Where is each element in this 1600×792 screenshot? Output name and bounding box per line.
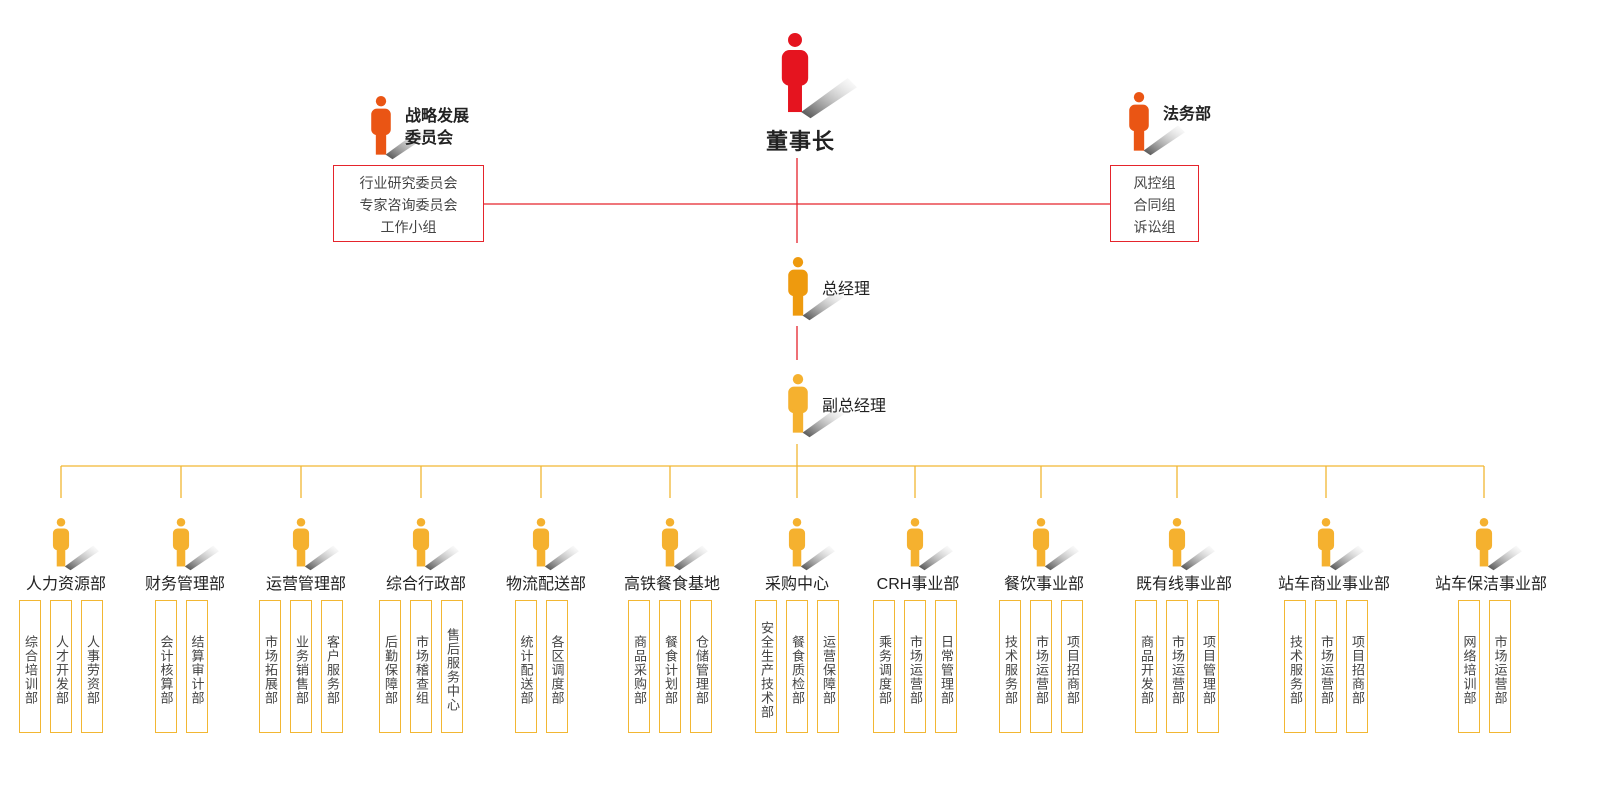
sub-department-box: 运营保障部 bbox=[817, 600, 839, 733]
department-person-icon bbox=[1168, 518, 1215, 571]
department-person-icon bbox=[1475, 518, 1522, 571]
department-name: 站车商业事业部 bbox=[1277, 576, 1390, 593]
sub-department-box: 市场稽查组 bbox=[410, 600, 432, 733]
department-person-icon bbox=[906, 518, 953, 571]
strategy-label-line-1: 战略发展 bbox=[405, 108, 470, 125]
department-name: 综合行政部 bbox=[385, 576, 466, 593]
legal-dept-box: 风控组 合同组 诉讼组 bbox=[1110, 165, 1199, 242]
sub-department-box: 市场运营部 bbox=[1488, 600, 1511, 733]
sub-department-box: 人事劳资部 bbox=[81, 600, 103, 733]
department-person-icon bbox=[661, 518, 708, 571]
department-person-icon bbox=[1317, 518, 1364, 571]
sub-department-box: 结算审计部 bbox=[185, 600, 208, 733]
legal-item-2: 合同组 bbox=[1133, 197, 1176, 213]
vgm-person-icon bbox=[788, 374, 844, 438]
sub-department-box: 技术服务部 bbox=[999, 600, 1021, 733]
legal-item-3: 诉讼组 bbox=[1133, 219, 1176, 235]
sub-department-box: 市场运营部 bbox=[1166, 600, 1188, 733]
sub-department-box: 餐食质检部 bbox=[786, 600, 808, 733]
legal-dept-label: 法务部 bbox=[1163, 106, 1212, 123]
sub-department-box: 项目招商部 bbox=[1061, 600, 1083, 733]
strategy-committee-box: 行业研究委员会 专家咨询委员会 工作小组 bbox=[333, 165, 484, 242]
sub-department-box: 日常管理部 bbox=[935, 600, 957, 733]
sub-department-box: 市场运营部 bbox=[1030, 600, 1052, 733]
legal-person-icon bbox=[1129, 92, 1185, 156]
strategy-item-2: 专家咨询委员会 bbox=[359, 197, 458, 213]
department-person-icon bbox=[412, 518, 459, 571]
sub-department-box: 项目管理部 bbox=[1197, 600, 1219, 733]
chairman-label: 董事长 bbox=[766, 129, 836, 154]
department-name: 人力资源部 bbox=[25, 576, 106, 593]
sub-department-box: 综合培训部 bbox=[19, 600, 41, 733]
department-name: 财务管理部 bbox=[144, 576, 225, 593]
sub-department-box: 各区调度部 bbox=[545, 600, 568, 733]
department-person-icon bbox=[172, 518, 219, 571]
sub-department-box: 乘务调度部 bbox=[873, 600, 895, 733]
sub-department-box: 统计配送部 bbox=[514, 600, 537, 733]
sub-department-box: 人才开发部 bbox=[50, 600, 72, 733]
strategy-item-3: 工作小组 bbox=[380, 219, 437, 235]
department-name: 采购中心 bbox=[764, 576, 829, 593]
department-person-icon bbox=[52, 518, 99, 571]
vice-general-manager-label: 副总经理 bbox=[822, 398, 887, 415]
department-person-icon bbox=[532, 518, 579, 571]
sub-department-box: 市场拓展部 bbox=[259, 600, 281, 733]
department-person-icon bbox=[1032, 518, 1079, 571]
department-name: 运营管理部 bbox=[265, 576, 346, 593]
sub-department-box: 市场运营部 bbox=[904, 600, 926, 733]
department-name: 物流配送部 bbox=[505, 576, 586, 593]
sub-department-box: 餐食计划部 bbox=[659, 600, 681, 733]
sub-department-box: 安全生产技术部 bbox=[755, 600, 777, 733]
sub-department-box: 商品开发部 bbox=[1135, 600, 1157, 733]
department-name: CRH事业部 bbox=[876, 576, 960, 593]
department-name: 站车保洁事业部 bbox=[1434, 576, 1547, 593]
department-person-icon bbox=[292, 518, 339, 571]
department-name: 既有线事业部 bbox=[1135, 576, 1232, 593]
department-name: 餐饮事业部 bbox=[1003, 576, 1084, 593]
strategy-person-icon bbox=[371, 96, 427, 160]
department-person-icon bbox=[788, 518, 835, 571]
sub-department-box: 技术服务部 bbox=[1284, 600, 1306, 733]
sub-department-box: 市场运营部 bbox=[1315, 600, 1337, 733]
chairman-person-icon bbox=[781, 33, 857, 119]
sub-department-box: 后勤保障部 bbox=[379, 600, 401, 733]
strategy-committee-label: 战略发展 委员会 bbox=[405, 106, 469, 150]
sub-department-box: 业务销售部 bbox=[290, 600, 312, 733]
sub-department-box: 网络培训部 bbox=[1457, 600, 1480, 733]
gm-person-icon bbox=[788, 257, 844, 321]
department-name: 高铁餐食基地 bbox=[623, 576, 720, 593]
sub-department-box: 售后服务中心 bbox=[441, 600, 463, 733]
legal-item-1: 风控组 bbox=[1133, 175, 1176, 191]
strategy-item-1: 行业研究委员会 bbox=[359, 175, 458, 191]
sub-department-box: 会计核算部 bbox=[154, 600, 177, 733]
sub-department-box: 客户服务部 bbox=[321, 600, 343, 733]
sub-department-box: 项目招商部 bbox=[1346, 600, 1368, 733]
general-manager-label: 总经理 bbox=[822, 281, 871, 298]
sub-department-box: 仓储管理部 bbox=[690, 600, 712, 733]
sub-department-box: 商品采购部 bbox=[628, 600, 650, 733]
strategy-label-line-2: 委员会 bbox=[405, 130, 454, 147]
